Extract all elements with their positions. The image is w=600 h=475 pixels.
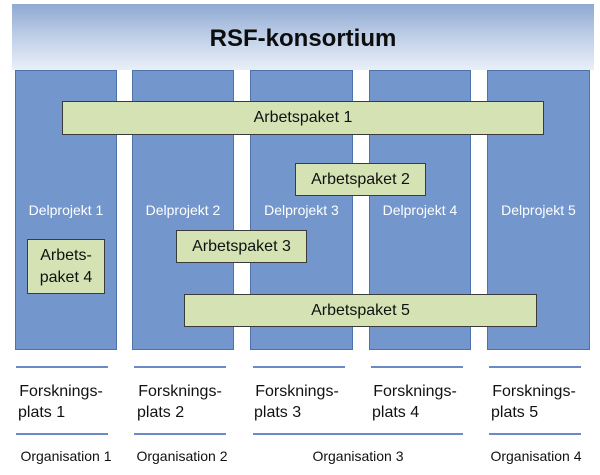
- organisation-divider-2: [134, 433, 226, 435]
- organisation-divider-3: [253, 433, 463, 435]
- research-site-2-line1: Forsknings-: [138, 383, 222, 400]
- organisation-4: Organisation 4: [490, 448, 582, 464]
- organisation-2: Organisation 2: [136, 448, 228, 464]
- research-site-1-line1: Forsknings-: [19, 383, 103, 400]
- organisation-1: Organisation 1: [20, 448, 112, 464]
- subproject-label-5: Delprojekt 5: [501, 202, 576, 218]
- research-site-5-line2: plats 5: [491, 404, 539, 421]
- site-divider-3: [253, 366, 345, 368]
- subproject-label-4: Delprojekt 4: [382, 202, 458, 218]
- organisation-divider-1: [16, 433, 108, 435]
- work-package-3: Arbetspaket 3: [176, 230, 307, 263]
- research-site-2: Forsknings- plats 2: [125, 381, 235, 423]
- research-site-4-line2: plats 4: [372, 404, 420, 421]
- research-site-3-line1: Forsknings-: [255, 383, 339, 400]
- organisation-divider-4: [489, 433, 581, 435]
- work-package-2: Arbetspaket 2: [295, 163, 426, 196]
- site-divider-2: [134, 366, 226, 368]
- subproject-label-2: Delprojekt 2: [145, 202, 221, 218]
- consortium-title: RSF-konsortium: [209, 25, 397, 52]
- organisation-3: Organisation 3: [312, 448, 404, 464]
- site-divider-1: [16, 366, 108, 368]
- research-site-2-line2: plats 2: [137, 404, 185, 421]
- subproject-label-3: Delprojekt 3: [264, 202, 339, 218]
- work-package-4: Arbets- paket 4: [27, 239, 105, 294]
- consortium-header: RSF-konsortium: [12, 4, 594, 70]
- work-package-5: Arbetspaket 5: [184, 294, 537, 327]
- research-site-4-line1: Forsknings-: [373, 383, 457, 400]
- research-site-3-line2: plats 3: [254, 404, 302, 421]
- research-site-4: Forsknings- plats 4: [360, 381, 470, 423]
- site-divider-5: [489, 366, 581, 368]
- research-site-1: Forsknings- plats 1: [6, 381, 116, 423]
- work-package-1: Arbetspaket 1: [62, 101, 544, 135]
- research-site-3: Forsknings- plats 3: [242, 381, 352, 423]
- subproject-label-1: Delprojekt 1: [28, 202, 104, 218]
- research-site-5-line1: Forsknings-: [492, 383, 576, 400]
- research-site-1-line2: plats 1: [18, 404, 66, 421]
- research-site-5: Forsknings- plats 5: [479, 381, 589, 423]
- site-divider-4: [371, 366, 463, 368]
